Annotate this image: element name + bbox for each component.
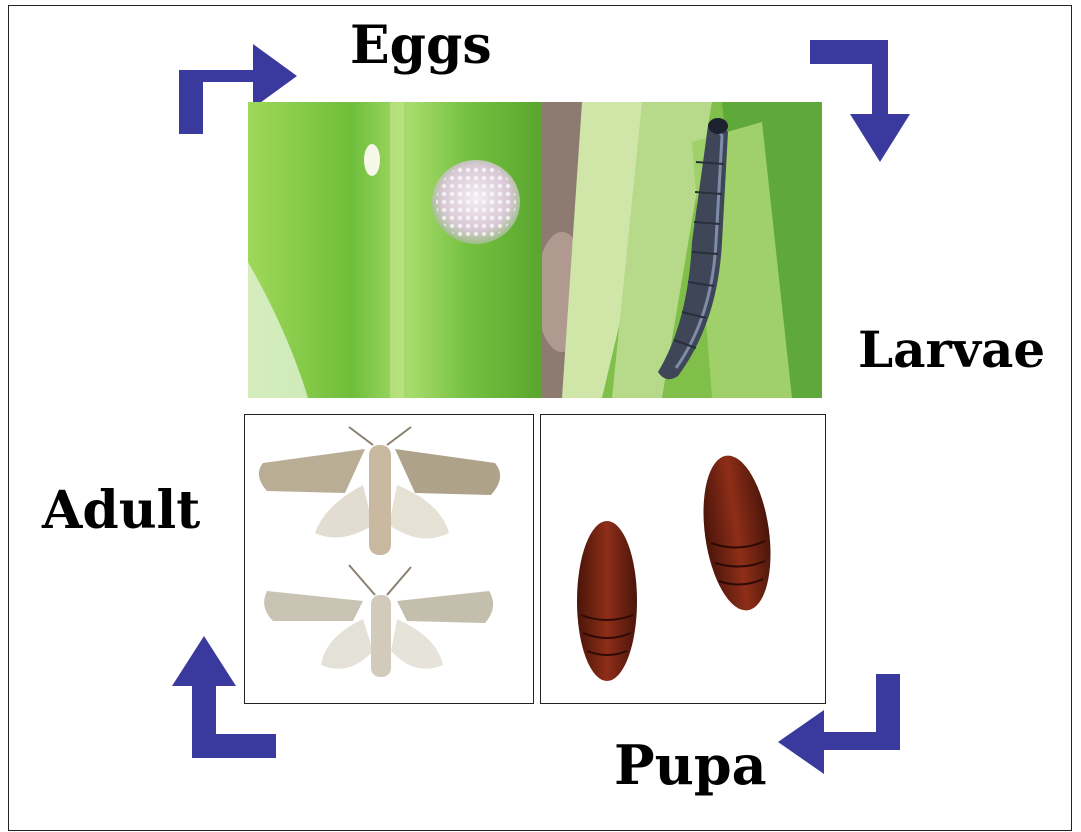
arrow-right-down-icon — [810, 38, 920, 166]
label-adult: Adult — [42, 485, 200, 537]
label-larvae: Larvae — [858, 325, 1045, 375]
pupa-photo — [540, 414, 826, 704]
larvae-photo — [542, 102, 822, 398]
label-eggs: Eggs — [350, 20, 492, 72]
label-pupa: Pupa — [614, 738, 767, 792]
eggs-photo — [248, 102, 542, 398]
adult-photo — [244, 414, 534, 704]
